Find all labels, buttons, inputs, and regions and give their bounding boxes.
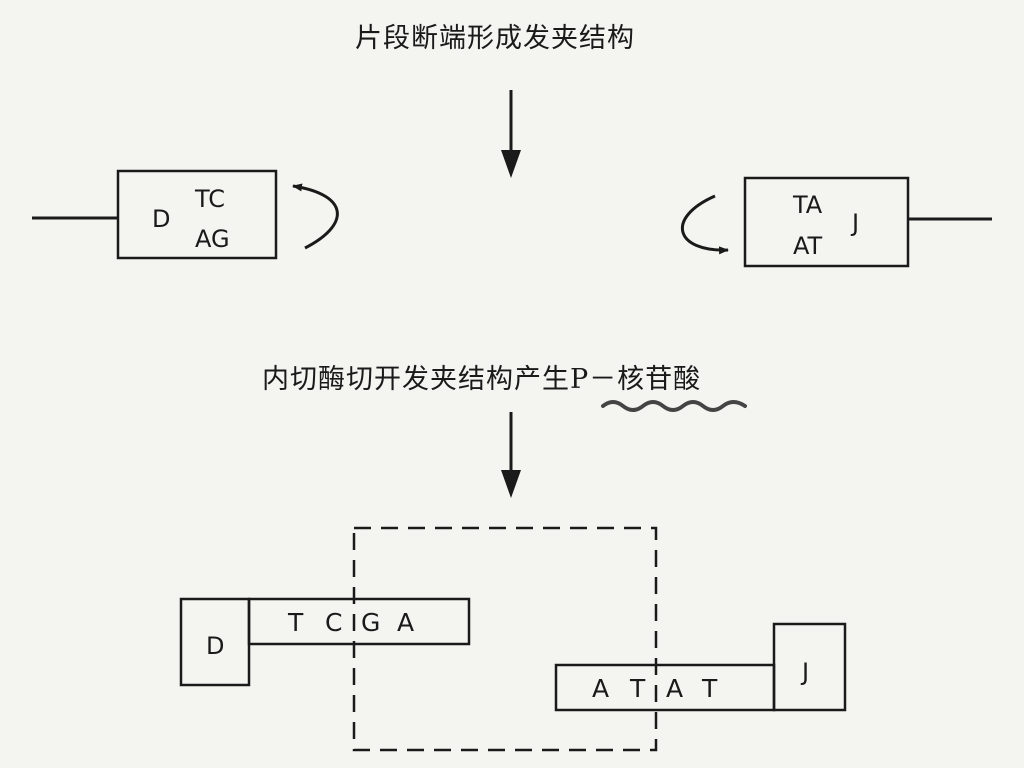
segment-d-strand: [247, 597, 471, 646]
base-a: A: [397, 608, 415, 637]
dashed-region: [352, 526, 658, 752]
curved-arrow-right: [681, 194, 729, 255]
bases-ta: TA: [793, 191, 823, 219]
caption-hairpin-formation: 片段断端形成发夹结构: [355, 23, 635, 54]
caption-endonuclease-cleavage: 内切酶切开发夹结构产生P－核苷酸: [262, 364, 702, 395]
base-t-1: T: [630, 674, 646, 703]
arrow-down-2: [501, 412, 521, 498]
bases-tc: TC: [195, 185, 226, 213]
base-g: G: [361, 608, 381, 637]
base-t: T: [288, 608, 304, 637]
segment-j-block: [772, 622, 847, 712]
wavy-underline: [601, 400, 747, 412]
base-a-1: A: [592, 674, 610, 703]
segment-j-strand: [554, 663, 776, 712]
bases-at: AT: [793, 232, 823, 260]
base-c: C: [325, 608, 343, 637]
label-d-bottom: D: [206, 632, 225, 660]
base-t-2: T: [702, 674, 718, 703]
base-a-2: A: [666, 674, 684, 703]
label-j-bottom: J: [802, 658, 810, 686]
curved-arrow-left: [292, 183, 339, 250]
label-d-top: D: [152, 205, 171, 233]
hairpin-box-d: [116, 169, 278, 260]
label-j-top: J: [852, 209, 860, 237]
arrow-down-1: [501, 90, 521, 178]
bases-ag: AG: [195, 225, 230, 253]
hairpin-box-j: [743, 176, 910, 268]
